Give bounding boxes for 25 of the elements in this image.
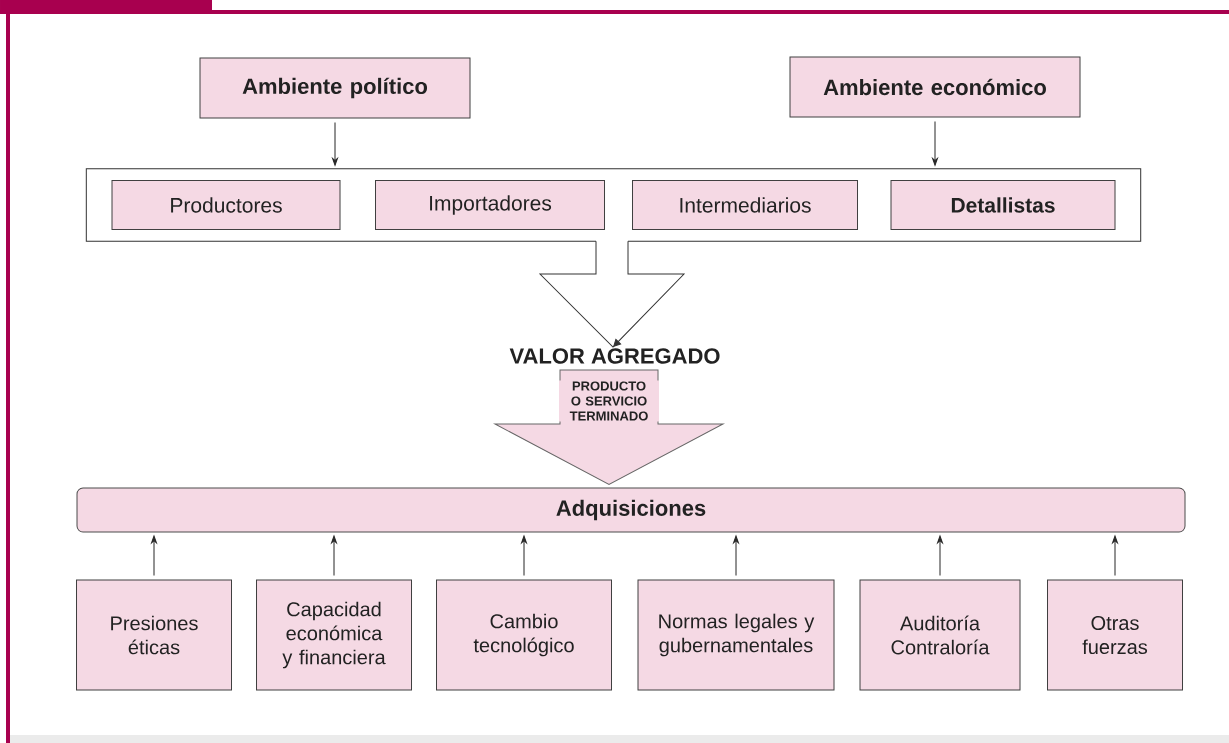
- arrow: [332, 122, 338, 166]
- process-box: Otras fuerzas: [1047, 579, 1183, 691]
- process-box: Normas legales y gubernamentales: [637, 579, 835, 691]
- process-box: Capacidad económica y financiera: [256, 579, 412, 691]
- arrow: [733, 535, 739, 576]
- edge-label: PRODUCTO O SERVICIO TERMINADO: [559, 380, 659, 422]
- process-box: Ambiente político: [199, 57, 471, 119]
- hollow-arrow: [539, 240, 685, 348]
- arrow: [1112, 535, 1118, 576]
- process-box: Ambiente económico: [789, 56, 1081, 118]
- process-box: Detallistas: [890, 180, 1116, 230]
- arrow: [331, 535, 337, 576]
- process-box: Auditoría Contraloría: [859, 579, 1021, 691]
- process-box: Intermediarios: [632, 180, 858, 230]
- arrow: [937, 535, 943, 576]
- process-box: Productores: [111, 180, 341, 230]
- arrow: [151, 535, 157, 576]
- bracket-frame: [85, 168, 1142, 242]
- process-box: Presiones éticas: [76, 579, 232, 691]
- arrow: [932, 121, 938, 166]
- heading-text: VALOR AGREGADO: [509, 348, 720, 364]
- process-box: Cambio tecnológico: [436, 579, 612, 691]
- process-box: Importadores: [375, 180, 605, 230]
- arrow: [521, 535, 527, 576]
- process-bar: Adquisiciones: [76, 487, 1186, 533]
